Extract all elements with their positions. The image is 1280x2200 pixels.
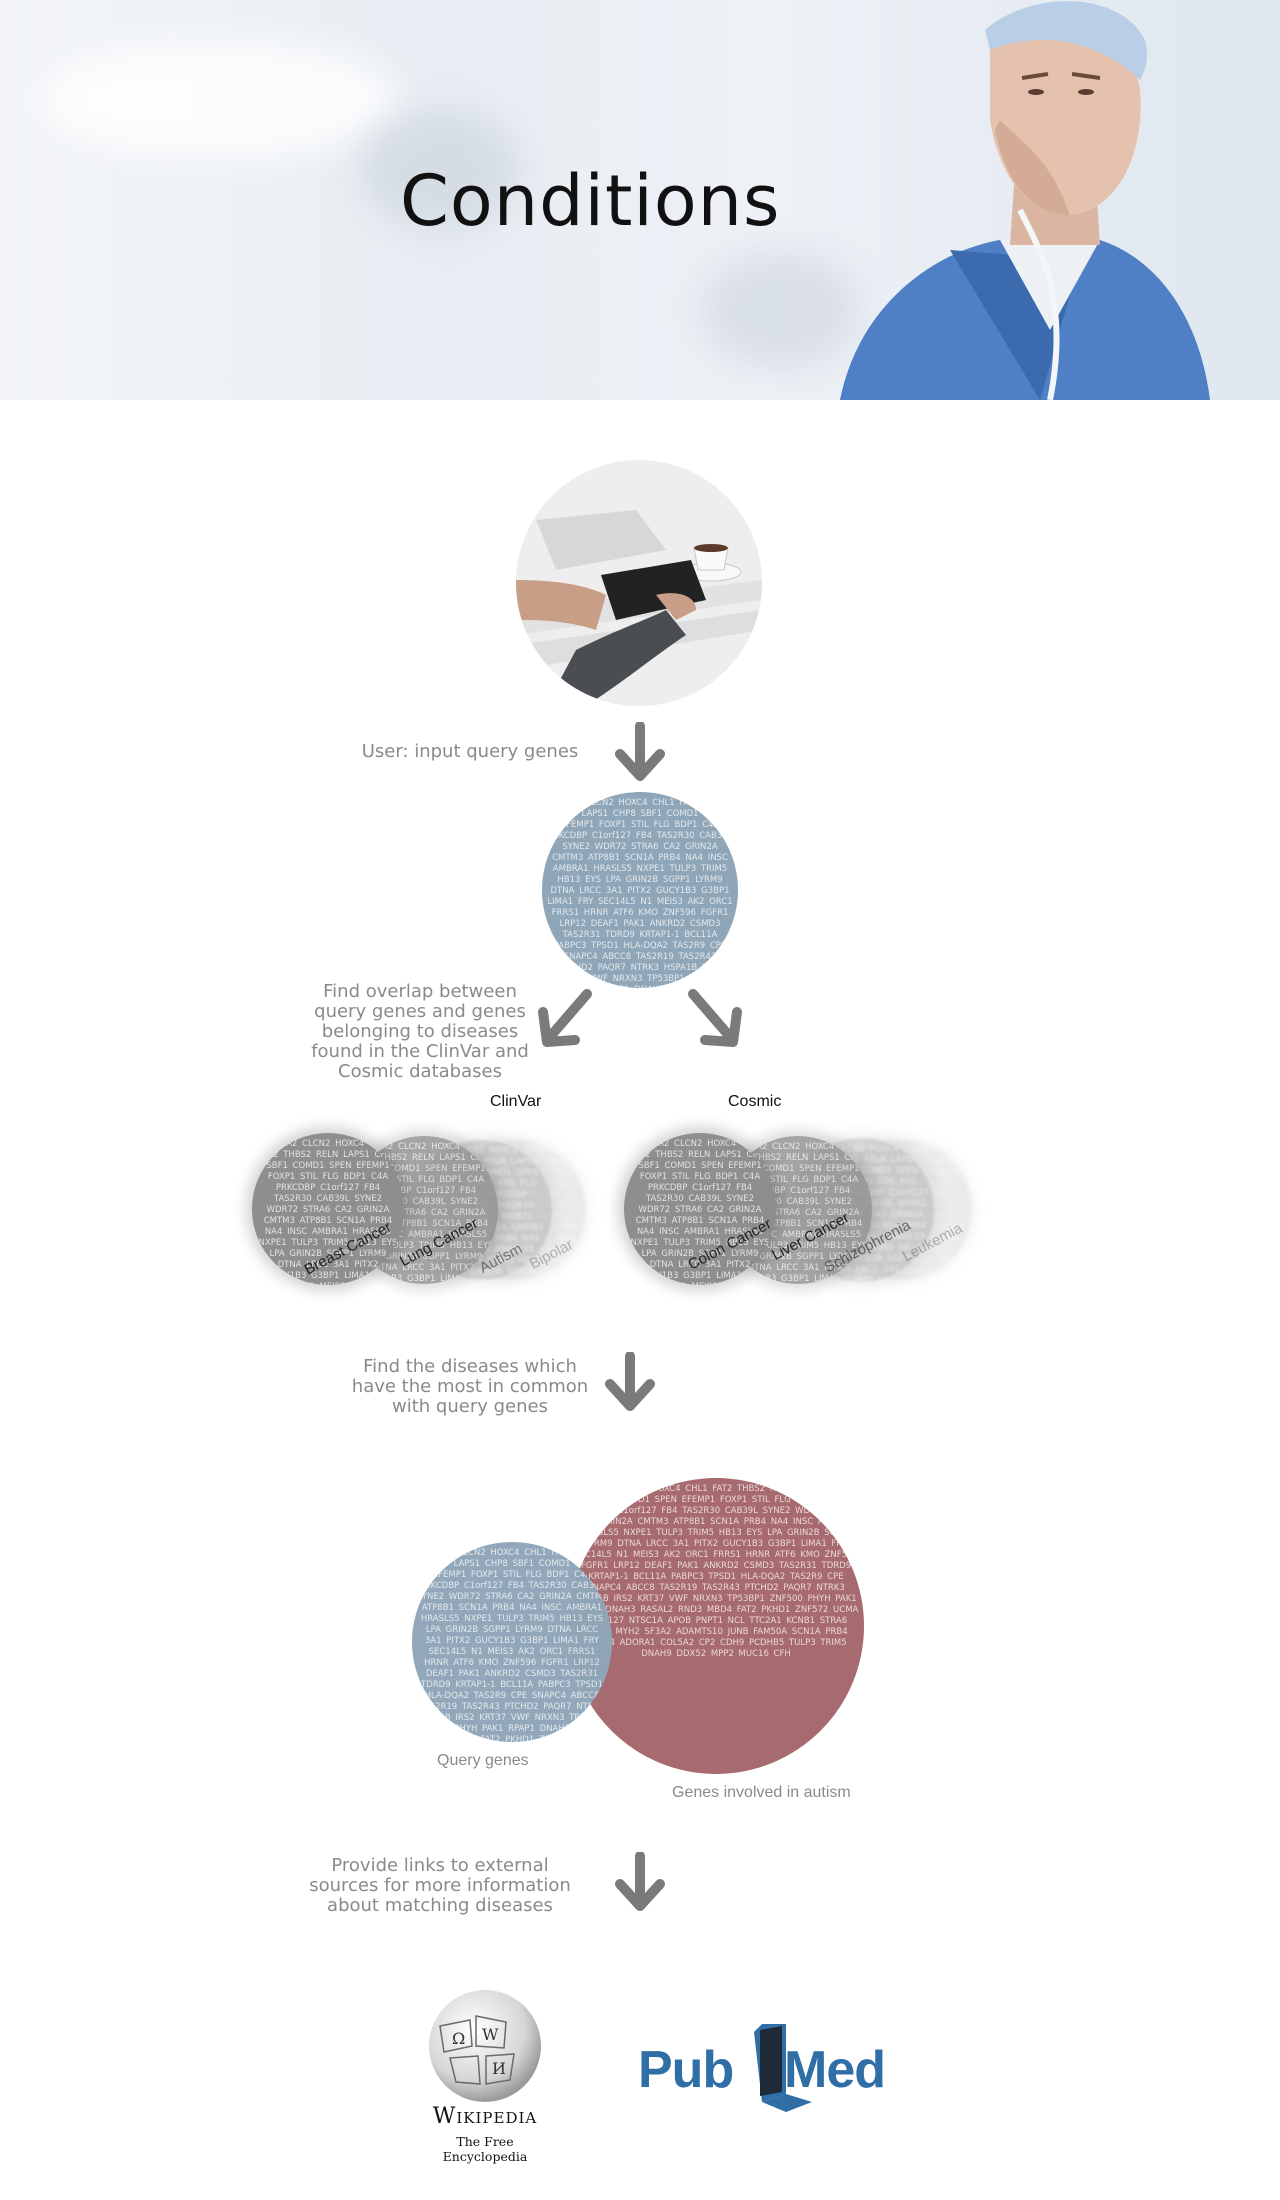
wikipedia-link[interactable]: Ω W И Wikipedia The Free Encyclopedia <box>410 1986 560 2164</box>
step-overlap-label: Find overlap between query genes and gen… <box>311 981 529 1082</box>
user-photo <box>516 460 762 706</box>
disease-circle-breast-cancer: SLC9A2 CLCN2 HOXC4 CHL1 FAT2 THBS2 RELN … <box>252 1133 404 1285</box>
autism-genes-caption: Genes involved in autism <box>672 1784 851 1801</box>
query-genes-caption: Query genes <box>437 1752 529 1769</box>
hero-banner: Conditions <box>0 0 1280 400</box>
pubmed-left-text: Pub <box>638 2041 734 2099</box>
step-input-label: User: input query genes <box>361 741 579 762</box>
pubmed-book-icon <box>754 2024 812 2112</box>
step-common-label: Find the diseases which have the most in… <box>351 1356 589 1417</box>
pubmed-right-text: Med <box>784 2041 886 2099</box>
wikipedia-glyph: W <box>482 2025 499 2044</box>
cosmic-label: Cosmic <box>728 1093 782 1110</box>
surgeon-illustration <box>840 1 1210 400</box>
disease-circle-colon-cancer: SLC9A2 CLCN2 HOXC4 CHL1 FAT2 THBS2 RELN … <box>624 1133 776 1285</box>
page-title: Conditions <box>400 160 781 242</box>
autism-genes-circle: SLC9A2 CLCN2 HOXC4 CHL1 FAT2 THBS2 RELN … <box>568 1478 864 1774</box>
tablet-user-illustration <box>516 460 762 706</box>
hero-light-blur <box>40 40 400 160</box>
arrow-down-right-icon <box>688 989 742 1047</box>
query-genes-circle: SLC9A2 CLCN2 HOXC4 CHL1 FAT2 THBS2 RELN … <box>542 792 738 988</box>
arrow-down-icon <box>605 1352 655 1411</box>
arrow-down-left-icon <box>538 989 592 1047</box>
clinvar-label: ClinVar <box>490 1093 542 1110</box>
wikipedia-subtitle: The Free Encyclopedia <box>442 2134 528 2164</box>
hero-lamp-blur <box>360 110 520 230</box>
wikipedia-glyph: Ω <box>452 2029 465 2048</box>
arrow-down-icon <box>615 1852 665 1911</box>
wikipedia-glyph: И <box>492 2059 506 2078</box>
pubmed-link[interactable]: Pub Med <box>636 2014 904 2114</box>
wikipedia-title: Wikipedia <box>432 2104 538 2129</box>
hero-equipment-blur <box>700 250 860 370</box>
wikipedia-globe-icon: Ω W И <box>429 1990 541 2102</box>
query-genes-overlap-circle: SLC9A2 CLCN2 HOXC4 CHL1 FAT2 THBS2 RELN … <box>412 1542 612 1742</box>
step-links-label: Provide links to external sources for mo… <box>309 1855 571 1916</box>
arrow-down-icon <box>615 722 665 781</box>
